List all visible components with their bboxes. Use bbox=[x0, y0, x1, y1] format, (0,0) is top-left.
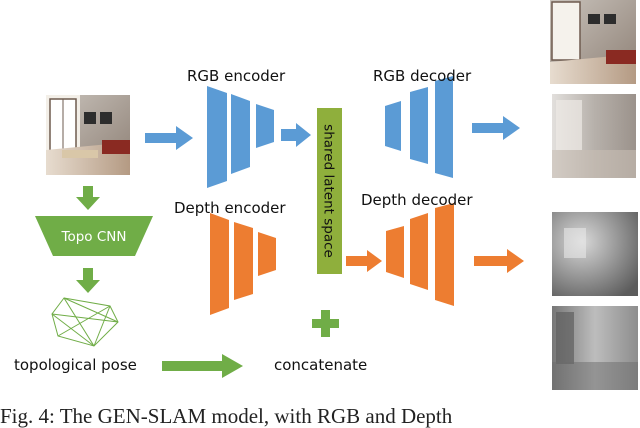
depth-decoder-layer-2 bbox=[410, 213, 428, 290]
topological-pose-label: topological pose bbox=[14, 356, 137, 374]
depth-encoder-layer-3 bbox=[258, 232, 276, 276]
output-rgb-ground-truth-image bbox=[550, 0, 636, 84]
depth-decoder-layer-3 bbox=[435, 203, 454, 306]
depth-decoder-layer-1 bbox=[386, 226, 404, 278]
rgb-encoder-layer-1 bbox=[207, 86, 227, 188]
depth-decoder bbox=[386, 203, 454, 306]
topo-cnn-label: Topo CNN bbox=[61, 229, 127, 245]
topological-pose-wireframe bbox=[51, 297, 119, 347]
depth-decoder-label: Depth decoder bbox=[361, 191, 473, 209]
rgb-decoder-layer-3 bbox=[435, 76, 453, 178]
output-depth-predicted-image bbox=[552, 212, 638, 296]
topo-cnn-box bbox=[35, 216, 153, 256]
rgb-encoder-layer-3 bbox=[256, 104, 274, 148]
right-arrow-blue bbox=[281, 123, 311, 147]
rgb-decoder-layer-2 bbox=[410, 87, 428, 164]
rgb-encoder bbox=[207, 86, 274, 188]
right-arrow-orange bbox=[474, 249, 524, 273]
input-rgb-image bbox=[46, 95, 130, 175]
depth-encoder-layer-1 bbox=[210, 213, 229, 315]
rgb-decoder bbox=[385, 76, 453, 178]
rgb-decoder-layer-1 bbox=[385, 101, 401, 151]
output-rgb-predicted-image bbox=[552, 94, 636, 178]
right-arrow-blue bbox=[145, 126, 193, 150]
depth-encoder-layer-2 bbox=[234, 222, 253, 300]
right-arrow-orange bbox=[346, 250, 382, 272]
rgb-decoder-label: RGB decoder bbox=[373, 67, 472, 85]
rgb-encoder-label: RGB encoder bbox=[187, 67, 286, 85]
down-arrow-green bbox=[76, 186, 100, 210]
depth-encoder bbox=[210, 213, 276, 315]
shared-latent-space-box bbox=[317, 108, 342, 274]
down-arrow-green bbox=[76, 268, 100, 293]
shared-latent-space-label: shared latent space bbox=[321, 124, 337, 258]
right-arrow-blue bbox=[472, 116, 520, 140]
figure-caption: Fig. 4: The GEN-SLAM model, with RGB and… bbox=[0, 404, 453, 428]
right-arrow-green bbox=[162, 354, 243, 378]
concatenate-label: concatenate bbox=[274, 356, 368, 374]
depth-encoder-label: Depth encoder bbox=[174, 199, 286, 217]
rgb-encoder-layer-2 bbox=[231, 94, 250, 174]
plus-green bbox=[312, 310, 339, 337]
output-depth-ground-truth-image bbox=[552, 306, 638, 390]
